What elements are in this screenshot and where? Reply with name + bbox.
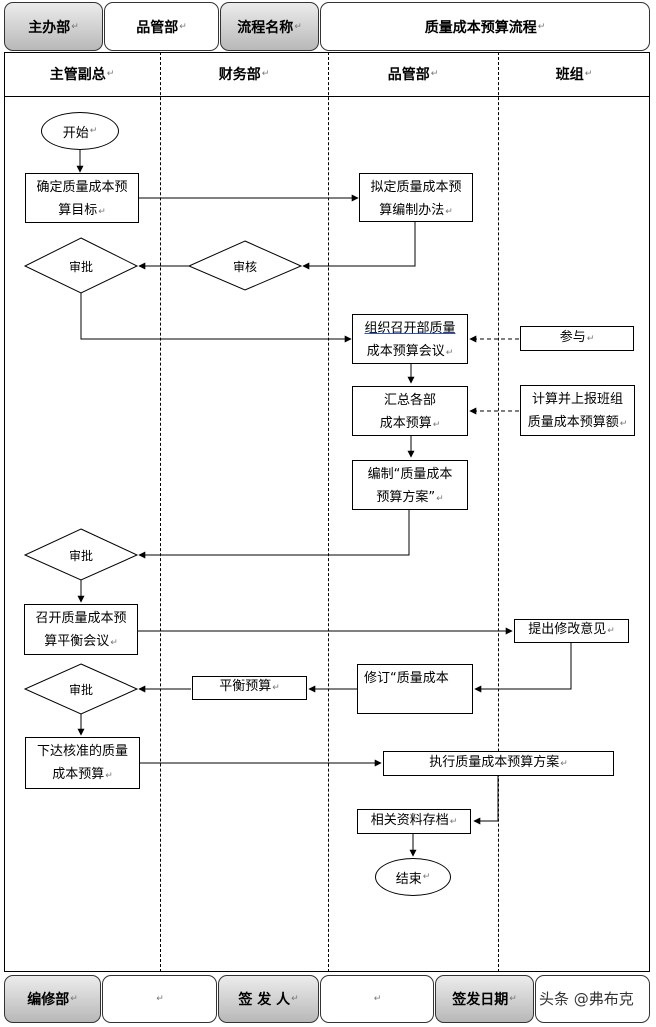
arrow-compile-approve2 (138, 510, 410, 559)
footer-date-label: 签发日期↵ (435, 975, 534, 1023)
arrow-suggest-revise (474, 643, 572, 693)
watermark-text: 头条 @弗布克 (539, 990, 634, 1008)
end-node: 结束↵ (375, 858, 451, 896)
approve3-label: 审批 (68, 683, 93, 697)
suggest-changes-box: 提出修改意见↵ (514, 619, 629, 643)
lane-header-line (4, 96, 650, 97)
arrow-execute-archive (473, 776, 499, 825)
swimlane-frame (4, 52, 650, 972)
compile-plan-box: 编制“质量成本 预算方案”↵ (352, 460, 468, 510)
participate-box: 参与↵ (520, 326, 634, 351)
balance-budget-box: 平衡预算↵ (192, 676, 307, 700)
summarize-box: 汇总各部 成本预算↵ (352, 386, 468, 436)
footer-editor-value: ↵ (102, 975, 217, 1023)
review-diamond (187, 240, 303, 291)
lane-header-finance: 财务部↵ (218, 67, 270, 83)
archive-box: 相关资料存档↵ (357, 809, 471, 834)
set-target-box: 确定质量成本预 算目标↵ (25, 173, 139, 223)
footer-editor-label: 编修部↵ (4, 975, 101, 1023)
lane-header-team: 班组↵ (555, 67, 593, 83)
header-process-value: 质量成本预算流程↵ (320, 2, 650, 51)
footer-issuer-label: 签 发 人↵ (218, 975, 319, 1023)
revise-box: 修订“质量成本 (357, 664, 473, 714)
approve2-label: 审批 (68, 549, 93, 563)
start-node: 开始↵ (41, 112, 119, 150)
arrow-approve1-meeting (80, 293, 352, 343)
review-label: 审核 (232, 260, 257, 274)
lane-divider (498, 52, 499, 972)
lane-divider (160, 52, 161, 972)
calculate-report-box: 计算并上报班组 质量成本预算额↵ (520, 385, 635, 436)
issue-budget-box: 下达核准的质量 成本预算↵ (25, 737, 140, 789)
approve1-label: 审批 (68, 260, 93, 274)
footer-issuer-value: ↵ (320, 975, 434, 1023)
organize-meeting-box: 组织召开部质量 成本预算会议↵ (352, 314, 468, 364)
header-dept-value: 品管部↵ (104, 2, 219, 51)
lane-divider (328, 52, 329, 972)
arrow-method-review (302, 222, 416, 270)
execute-plan-box: 执行质量成本预算方案↵ (383, 751, 614, 776)
lane-header-vp: 主管副总↵ (49, 67, 115, 83)
header-process-label: 流程名称↵ (220, 2, 319, 51)
balance-meeting-box: 召开质量成本预 算平衡会议↵ (24, 604, 138, 655)
footer-date-value (535, 975, 650, 1023)
lane-header-quality: 品管部↵ (387, 67, 439, 83)
draft-method-box: 拟定质量成本预 算编制办法↵ (359, 173, 473, 222)
header-dept-label: 主办部↵ (4, 2, 103, 51)
